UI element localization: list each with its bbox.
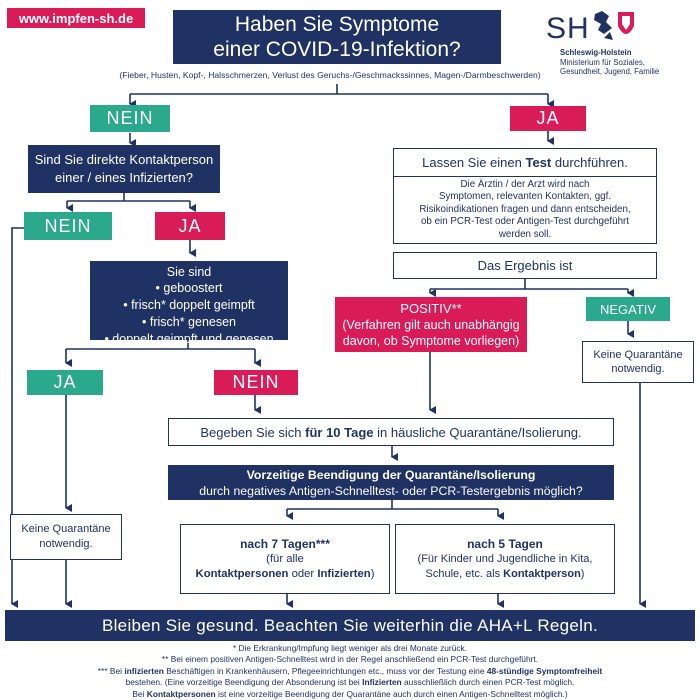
footnotes: * Die Erkrankung/Impfung liegt weniger a… <box>0 643 700 700</box>
after-5-days: nach 5 Tagen (Für Kinder und Jugendliche… <box>395 524 615 594</box>
answer-nein-symptoms: NEIN <box>90 105 170 132</box>
doctor-line-1: Die Ärztin / der Arzt wird nach <box>460 178 590 190</box>
doctor-line-4: ob ein PCR-Test oder Antigen-Test durchg… <box>420 216 630 228</box>
early-end-line-2: durch negatives Antigen-Schnelltest- ode… <box>199 483 583 498</box>
doctor-info: Die Ärztin / der Arzt wird nach Symptome… <box>393 177 657 244</box>
contact-question-line-1: Sind Sie direkte Kontaktperson <box>34 152 214 167</box>
footnote-5: Bei Kontaktpersonen ist eine vorzeitige … <box>0 689 700 700</box>
day7-infected: Infizierten <box>317 567 371 580</box>
logo-initials: SH <box>546 12 590 45</box>
title-line-2: einer COVID-19-Infektion? <box>213 38 461 61</box>
no-quarantine-right: Keine Quarantäne notwendig. <box>582 341 694 383</box>
day7-title: nach 7 Tagen*** <box>240 536 330 551</box>
doctor-line-2: Symptomen, relevanten Kontakten, ggf. <box>438 191 612 203</box>
footnote-5-c: ist eine vorzeitige Beendigung der Quara… <box>215 688 568 699</box>
answer-ja-contact: JA <box>155 212 225 240</box>
quarantine-pre: Begeben Sie sich <box>200 424 306 440</box>
immunity-status-item: frisch* genesen <box>90 314 288 331</box>
immunity-status-item: frisch* doppelt geimpft <box>90 297 288 314</box>
doctor-line-3: Risikoindikationen fragen und dann entsc… <box>419 203 631 215</box>
no-quarantine-right-line-1: Keine Quarantäne <box>593 349 683 361</box>
test-instruction: Lassen Sie einen Test durchführen. <box>393 148 657 177</box>
positive-title: POSITIV** <box>400 300 462 316</box>
footnote-4-c: ausschließlich durch einen PCR-Test mögl… <box>401 677 575 688</box>
symptom-list: (Fieber, Husten, Kopf-, Halsschmerzen, V… <box>119 70 541 80</box>
early-end-line-1: Vorzeitige Beendigung der Quarantäne/Iso… <box>246 467 536 482</box>
quarantine-instruction: Begeben Sie sich für 10 Tage in häuslich… <box>168 418 614 446</box>
footnote-4: bestehen. (Eine vorzeitige Beendigung de… <box>0 677 700 688</box>
footnote-3: *** Bei infizierten Beschäftigen in Kran… <box>0 666 700 677</box>
test-bold: Test <box>525 155 552 170</box>
logo-ministry-1: Ministerium für Soziales, <box>560 57 645 67</box>
footnote-4-b: Infizierten <box>362 677 402 688</box>
footnote-1: * Die Erkrankung/Impfung liegt weniger a… <box>232 643 468 653</box>
test-pre: Lassen Sie einen <box>422 155 526 170</box>
test-post: durchführen. <box>551 155 628 170</box>
title-line-1: Haben Sie Symptome <box>234 13 440 36</box>
day5-title: nach 5 Tagen <box>467 536 543 551</box>
no-quarantine-right-line-2: notwendig. <box>611 363 665 375</box>
footnote-3-a: *** Bei <box>97 665 125 676</box>
positive-line-1: (Verfahren gilt auch unabhängig <box>342 317 520 332</box>
day7-mid: oder <box>288 567 318 580</box>
page-title: Haben Sie Symptome einer COVID-19-Infekt… <box>173 10 501 64</box>
website-url[interactable]: www.impfen-sh.de <box>18 10 134 26</box>
no-quarantine-left: Keine Quarantäne notwendig. <box>10 514 122 560</box>
footnote-5-b: Kontaktpersonen <box>146 688 216 699</box>
immunity-status-item: doppelt geimpft und genesen <box>90 331 288 348</box>
result-label: Das Ergebnis ist <box>393 252 657 279</box>
answer-nein-contact: NEIN <box>24 212 112 240</box>
answer-nein-immunity: NEIN <box>214 370 298 395</box>
immunity-status-item: geboostert <box>90 280 288 297</box>
no-quarantine-left-line-2: notwendig. <box>39 538 93 550</box>
positive-line-2: davon, ob Symptome vorliegen) <box>342 333 520 348</box>
day7-end: ) <box>370 567 375 580</box>
immunity-status-title: Sie sind <box>166 265 212 279</box>
footnote-5-a: Bei <box>132 688 147 699</box>
day7-contacts: Kontaktpersonen <box>195 567 289 580</box>
no-quarantine-left-line-1: Keine Quarantäne <box>21 523 111 535</box>
aha-rules-banner: Bleiben Sie gesund. Beachten Sie weiterh… <box>5 610 695 641</box>
answer-ja-symptoms: JA <box>510 106 586 131</box>
doctor-line-5: werden soll. <box>498 228 552 240</box>
early-end-question: Vorzeitige Beendigung der Quarantäne/Iso… <box>168 465 614 500</box>
contact-question: Sind Sie direkte Kontaktperson einer / e… <box>28 145 220 193</box>
day7-line-1: (für alle <box>266 552 304 565</box>
after-7-days: nach 7 Tagen*** (für alle Kontaktpersone… <box>180 524 390 594</box>
website-url-badge[interactable]: www.impfen-sh.de <box>7 8 145 28</box>
result-positive: POSITIV** (Verfahren gilt auch unabhängi… <box>335 297 527 352</box>
footnote-3-c: Beschäftigen in Krankenhäusern, Pflegeei… <box>163 665 487 676</box>
footnote-2: ** Bei einem positiven Antigen-Schnellte… <box>161 654 539 665</box>
logo-state: Schleswig-Holstein <box>560 48 632 57</box>
day5-line-1: (Für Kinder und Jugendliche in Kita, <box>417 552 593 565</box>
day5-line-2-pre: Schule, etc. als <box>425 567 504 580</box>
footnote-3-d: 48-stündige Symptomfreiheit <box>486 665 603 676</box>
day5-contact: Kontaktperson <box>503 567 581 580</box>
immunity-status-box: Sie sind geboostertfrisch* doppelt geimp… <box>90 261 288 346</box>
contact-question-line-2: einer / eines Infizierten? <box>54 170 194 185</box>
immunity-status-list: geboostertfrisch* doppelt geimpftfrisch*… <box>90 280 288 348</box>
answer-ja-immunity: JA <box>27 370 103 395</box>
day5-end: ) <box>580 567 585 580</box>
result-negative: NEGATIV <box>586 297 670 321</box>
quarantine-post: in häusliche Quarantäne/Isolierung. <box>373 424 582 440</box>
ministry-logo: SH Schleswig-Holstein Ministerium für So… <box>546 8 696 80</box>
footnote-3-b: infizierten <box>124 665 164 676</box>
footnote-4-a: bestehen. (Eine vorzeitige Beendigung de… <box>125 677 363 688</box>
coat-of-arms-icon <box>594 11 634 40</box>
quarantine-bold: für 10 Tage <box>305 424 374 440</box>
logo-ministry-2: Gesundheit, Jugend, Familie <box>560 67 660 77</box>
